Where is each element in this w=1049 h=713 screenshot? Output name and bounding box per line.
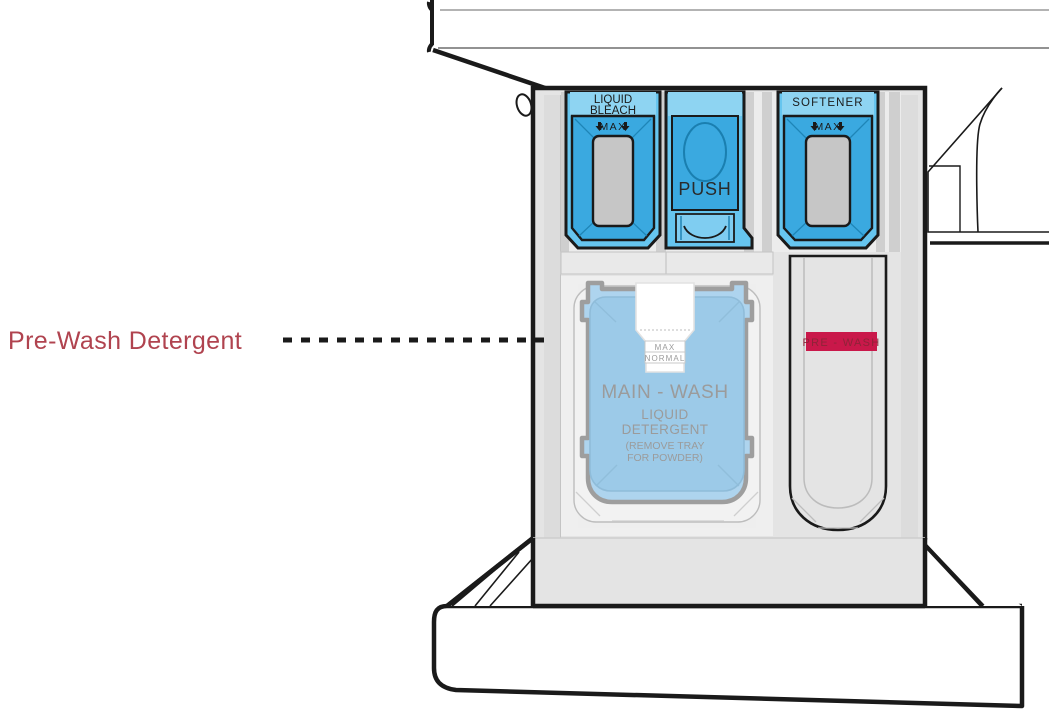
softener-max-arrow-right-icon	[836, 122, 845, 131]
compartment-push-release[interactable]: PUSH	[664, 90, 754, 250]
compartment-pre-wash[interactable]: PRE - WASH	[776, 252, 900, 544]
cabinet-top-panel	[426, 0, 1049, 53]
softener-max-label: MAX	[815, 121, 842, 133]
main-wash-heading: MAIN - WASH	[601, 382, 728, 403]
main-wash-gauge-normal: NORMAL	[645, 354, 686, 363]
compartment-main-wash[interactable]: MAX NORMAL MAIN - WASH LIQUID DETERGENT …	[561, 276, 773, 536]
main-wash-sub-line1: LIQUID	[641, 407, 688, 422]
bleach-max-arrow-left-icon	[595, 122, 604, 131]
pre-wash-badge-label: PRE - WASH	[803, 337, 881, 349]
softener-title: SOFTENER	[792, 97, 863, 109]
annotation-pre-wash-detergent: Pre-Wash Detergent	[8, 327, 545, 355]
hinge-oval-icon	[515, 93, 533, 117]
main-wash-gauge-max: MAX	[655, 343, 676, 352]
main-wash-note-line1: (REMOVE TRAY	[626, 440, 705, 452]
bleach-title-line2: BLEACH	[590, 105, 636, 117]
softener-max-arrow-left-icon	[810, 122, 819, 131]
compartment-softener[interactable]: SOFTENER MAX	[776, 90, 880, 250]
bleach-max-label: MAX	[600, 121, 627, 133]
bleach-title-line1: LIQUID	[594, 94, 632, 106]
main-wash-sub-line2: DETERGENT	[622, 422, 709, 437]
compartment-liquid-bleach[interactable]: LIQUID BLEACH MAX	[564, 90, 662, 250]
push-label: PUSH	[678, 179, 731, 199]
annotation-label: Pre-Wash Detergent	[8, 327, 242, 355]
main-wash-note-line2: FOR POWDER)	[627, 452, 703, 464]
pre-wash-badge	[806, 332, 877, 351]
bleach-max-arrow-right-icon	[621, 122, 630, 131]
drawer-side-wedges	[445, 536, 1022, 609]
drawer-front-panel[interactable]	[431, 603, 1025, 709]
